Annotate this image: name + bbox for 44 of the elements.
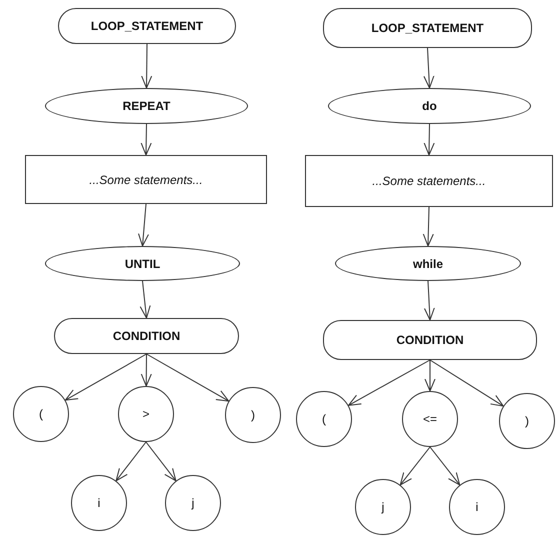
- node-label: ): [525, 414, 529, 428]
- arrow: [430, 446, 460, 486]
- arrow: [400, 446, 430, 486]
- node-label: >: [142, 407, 150, 421]
- node-label: (: [322, 412, 326, 426]
- arrow: [424, 360, 436, 392]
- node-label: i: [98, 496, 100, 510]
- arrow: [348, 360, 430, 406]
- node-label: <=: [422, 412, 437, 426]
- node-label: UNTIL: [124, 256, 160, 270]
- node-label: ): [251, 408, 255, 422]
- node-label: ...Some statements...: [372, 174, 486, 188]
- terminal-box: [323, 320, 537, 360]
- node-label: (: [39, 407, 43, 421]
- arrow: [140, 280, 151, 318]
- arrow: [424, 124, 435, 156]
- node-label: i: [476, 500, 478, 514]
- arrow: [146, 354, 230, 402]
- node-label: while: [412, 256, 443, 270]
- process-box: [305, 155, 553, 207]
- arrow: [64, 354, 147, 401]
- arrow: [423, 48, 434, 88]
- arrow: [141, 44, 152, 88]
- process-box: [25, 155, 267, 204]
- node-label: LOOP_STATEMENT: [90, 19, 204, 33]
- node-label: LOOP_STATEMENT: [371, 21, 484, 35]
- arrow: [138, 204, 149, 246]
- node-label: do: [422, 99, 437, 113]
- arrow: [424, 280, 435, 320]
- arrow: [146, 442, 176, 482]
- node-label: j: [382, 500, 384, 514]
- arrow: [140, 124, 152, 156]
- terminal-box: [54, 318, 239, 354]
- node-label: ...Some statements...: [89, 172, 203, 186]
- node-label: j: [192, 496, 194, 510]
- node-label: CONDITION: [396, 333, 464, 347]
- arrow: [140, 354, 152, 386]
- terminal-box: [323, 8, 532, 48]
- terminal-box: [58, 8, 236, 44]
- arrow: [116, 442, 146, 482]
- arrow: [422, 206, 434, 246]
- arrow: [430, 360, 504, 407]
- node-label: REPEAT: [122, 99, 170, 113]
- node-label: CONDITION: [112, 329, 180, 343]
